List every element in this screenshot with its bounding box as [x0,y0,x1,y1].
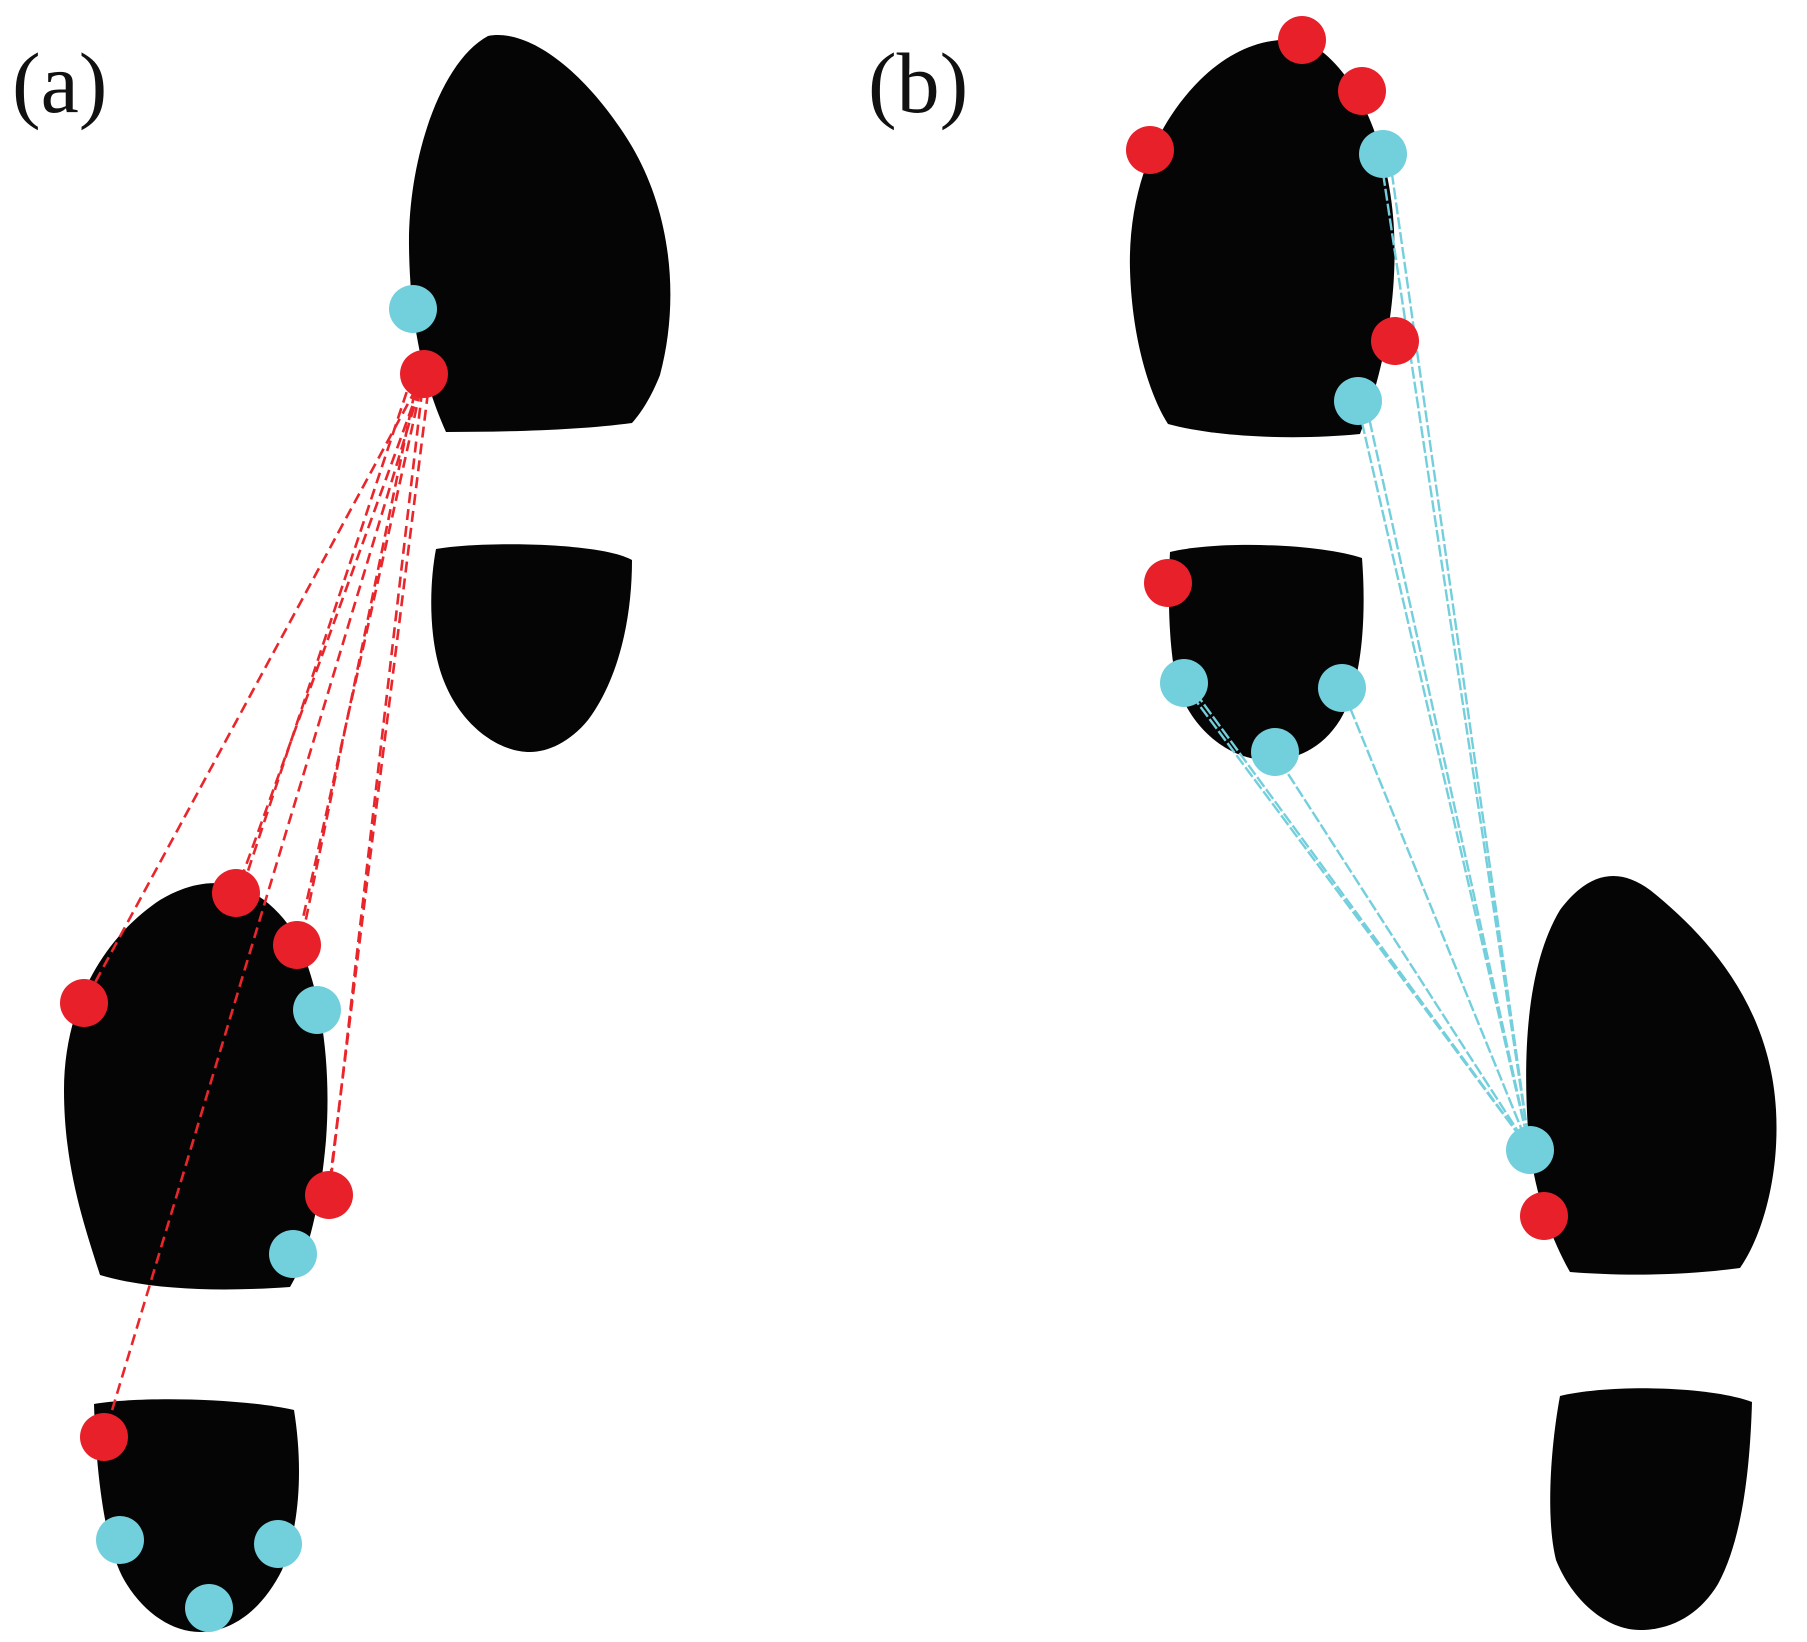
marker-b-red-5 [1144,559,1192,607]
panel-a-links [82,373,432,1438]
marker-b-cyan-2 [1334,377,1382,425]
link-b-2 [1388,159,1532,1151]
marker-a-cyan-4 [254,1520,302,1568]
link-a-1 [82,373,426,1004]
panel-a-bottom-heel [94,1399,299,1632]
link-b-5 [1181,681,1531,1151]
link-b-4 [1364,403,1532,1151]
marker-a-red-3 [60,979,108,1027]
marker-b-red-anchor [1520,1192,1568,1240]
link-a-6 [238,375,414,896]
panel-a [60,35,671,1632]
marker-b-red-1 [1278,16,1326,64]
panel-a-top-forefoot [408,35,671,432]
marker-a-cyan-2 [269,1230,317,1278]
marker-b-cyan-5 [1251,728,1299,776]
panel-b-bottom-forefoot [1526,876,1777,1275]
panel-a-bottom-forefoot [64,883,328,1290]
link-a-5 [102,373,426,1438]
marker-a-cyan-3 [96,1516,144,1564]
marker-a-cyan-1 [293,986,341,1034]
marker-a-cyan-5 [185,1584,233,1632]
panel-b-links [1181,152,1532,1151]
link-b-3 [1355,400,1532,1151]
link-b-8 [1340,687,1532,1151]
panel-b-bottom-heel [1550,1388,1752,1630]
marker-b-cyan-3 [1160,659,1208,707]
marker-b-red-4 [1371,317,1419,365]
marker-a-red-1 [212,869,260,917]
link-a-2 [234,373,426,894]
marker-a-red-5 [80,1413,128,1461]
link-b-7 [1272,751,1532,1151]
marker-a-cyan-anchor [389,285,437,333]
marker-a-red-2 [273,921,321,969]
marker-a-red-anchor [400,350,448,398]
link-a-7 [298,375,420,949]
link-b-6 [1191,687,1531,1151]
marker-b-red-3 [1126,126,1174,174]
panel-a-top-heel [431,544,632,752]
marker-b-red-2 [1338,67,1386,115]
panel-b-top-forefoot [1129,40,1395,438]
link-b-1 [1378,152,1532,1151]
panel-b [1126,16,1777,1630]
marker-b-cyan-1 [1359,130,1407,178]
panel-b-top-heel [1168,544,1364,761]
marker-a-red-4 [305,1171,353,1219]
marker-b-cyan-anchor [1506,1126,1554,1174]
panel-label-b: (b) [868,35,968,131]
marker-b-cyan-4 [1318,664,1366,712]
panel-label-a: (a) [12,35,107,131]
link-a-8 [328,375,432,1181]
